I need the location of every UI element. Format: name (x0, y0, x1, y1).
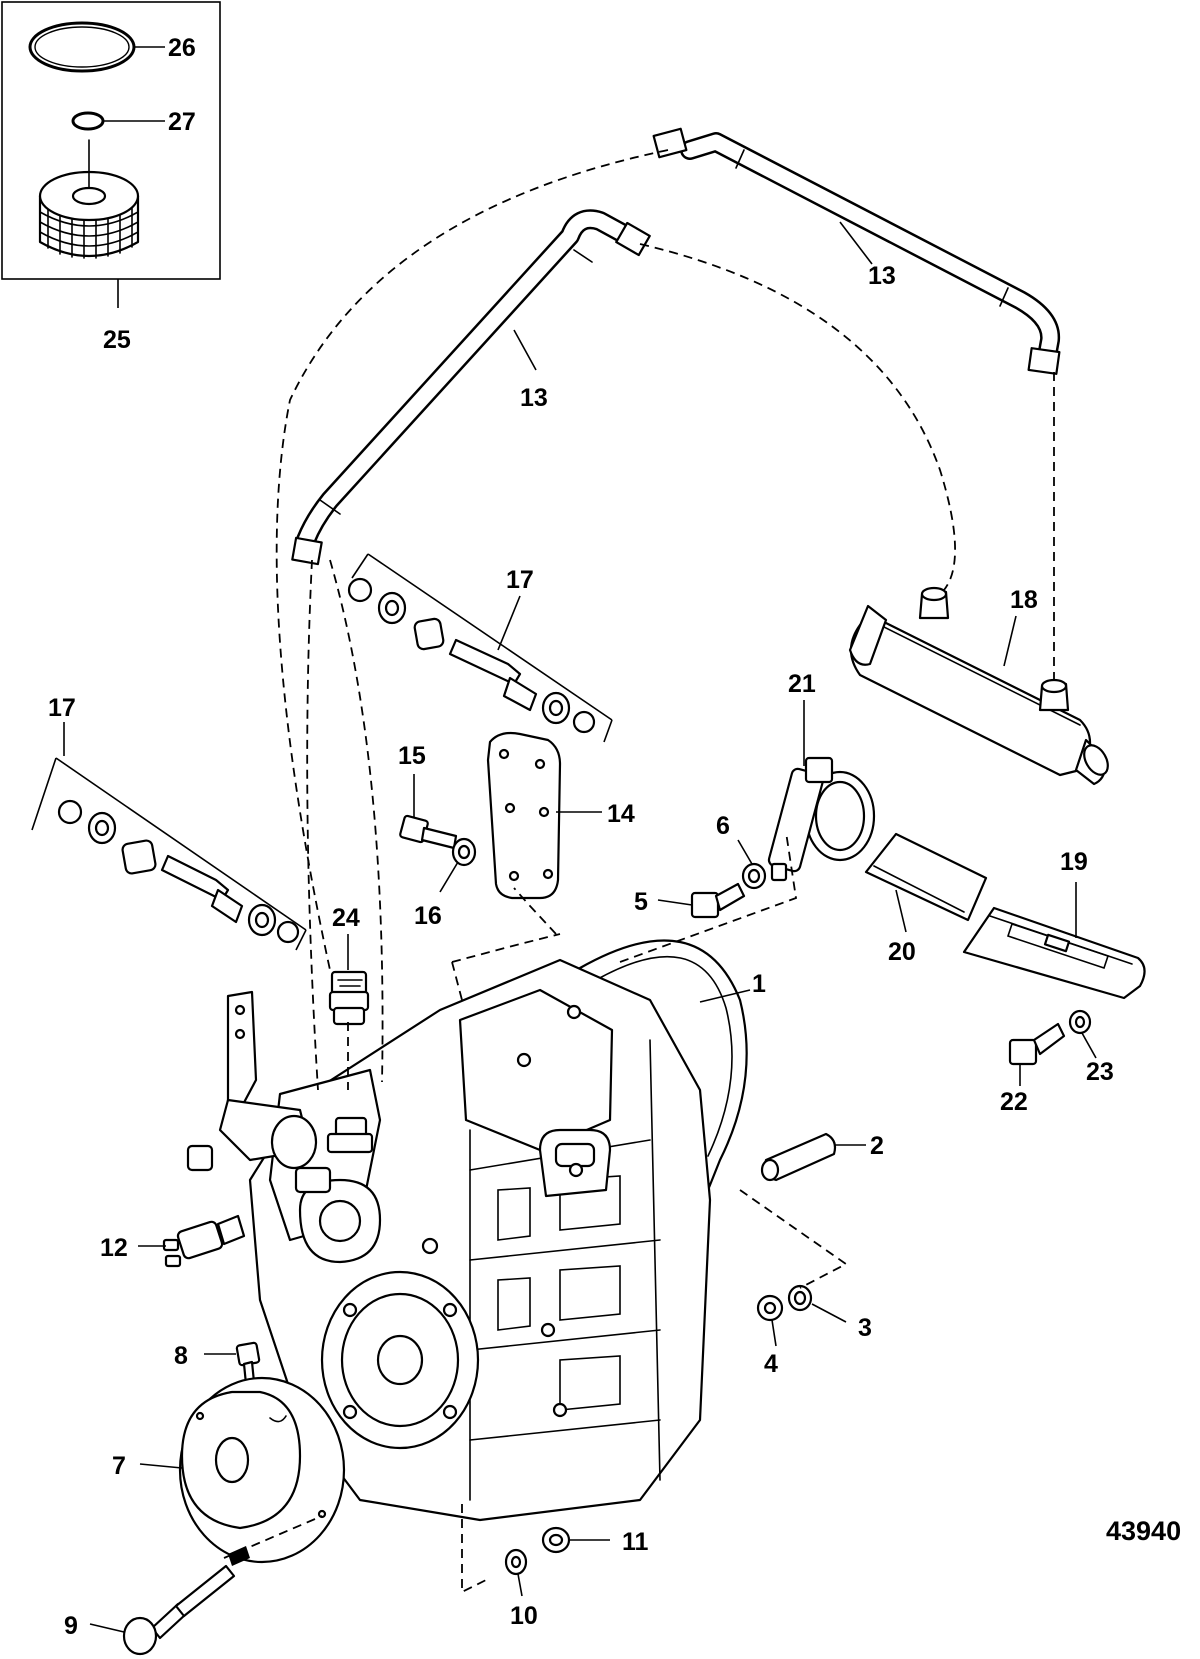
leader-13a (839, 221, 873, 265)
figure-number: 43940 (1106, 1516, 1181, 1546)
callout-11: 11 (622, 1528, 649, 1556)
callout-13b: 13 (520, 384, 548, 412)
washer-3 (787, 1284, 813, 1312)
leader-18 (1003, 615, 1017, 667)
leader-5 (657, 899, 693, 906)
dowel-pin-2 (760, 1132, 837, 1182)
leader-7 (139, 1463, 183, 1469)
mounting-kit-17-lower (31, 757, 307, 951)
leader-6 (737, 839, 753, 865)
washer-10 (504, 1548, 528, 1576)
callout-1: 1 (752, 970, 766, 998)
washer-23 (1068, 1009, 1092, 1035)
filter-inset: 26 27 (1, 1, 221, 280)
callout-6: 6 (716, 812, 730, 840)
callout-27: 27 (168, 108, 196, 136)
callout-20: 20 (888, 938, 916, 966)
callout-26: 26 (168, 34, 196, 62)
o-ring-26 (28, 21, 136, 73)
callout-23: 23 (1086, 1058, 1114, 1086)
leader-1 (699, 989, 751, 1003)
coupling-7 (178, 1376, 346, 1566)
callout-7: 7 (112, 1452, 126, 1480)
callout-15: 15 (398, 742, 426, 770)
cover-plate-14 (486, 731, 562, 900)
callout-5: 5 (634, 888, 648, 916)
mounting-kit-17-upper (347, 553, 613, 743)
bolt-15 (399, 814, 458, 850)
sensor-clamp-21 (767, 756, 876, 882)
filter-element-25 (38, 139, 140, 259)
bolt-22 (1008, 1022, 1066, 1066)
callout-19: 19 (1060, 848, 1088, 876)
cooler-hose-lower-13 (291, 209, 651, 566)
callout-2: 2 (870, 1132, 884, 1160)
leader-9 (89, 1623, 125, 1633)
leader-17a (497, 595, 521, 651)
callout-24: 24 (332, 904, 360, 932)
bracket-19 (962, 906, 1146, 1000)
callout-12: 12 (100, 1234, 128, 1262)
transmission-case-1 (186, 939, 748, 1522)
washer-6 (741, 862, 767, 890)
assembly-lines (223, 149, 1055, 1594)
cooler-hose-upper-13 (652, 127, 1061, 375)
insulator-20 (864, 832, 988, 922)
callout-16: 16 (414, 902, 442, 930)
nut-4 (756, 1294, 784, 1322)
callout-8: 8 (174, 1342, 188, 1370)
leader-3 (811, 1303, 847, 1323)
callout-21: 21 (788, 670, 816, 698)
callout-17b: 17 (48, 694, 76, 722)
callout-25: 25 (103, 326, 131, 354)
leader-13b (513, 329, 537, 371)
callout-10: 10 (510, 1602, 538, 1630)
callout-14: 14 (607, 800, 635, 828)
callout-18: 18 (1010, 586, 1038, 614)
callout-4: 4 (764, 1350, 778, 1378)
leader-4 (771, 1319, 777, 1347)
callout-3: 3 (858, 1314, 872, 1342)
leader-10 (517, 1573, 523, 1597)
callout-13a: 13 (868, 262, 896, 290)
temp-switch-24 (328, 970, 370, 1026)
bolt-9 (122, 1564, 236, 1656)
callout-22: 22 (1000, 1088, 1028, 1116)
snap-ring-27 (71, 111, 105, 131)
callout-9: 9 (64, 1612, 78, 1640)
leader-20 (895, 889, 907, 933)
oil-cooler-18 (848, 586, 1109, 786)
bolt-5 (690, 882, 746, 919)
nut-11 (541, 1526, 571, 1554)
washer-16 (451, 837, 477, 867)
temp-sender-12 (162, 1214, 246, 1268)
leader-16 (439, 861, 459, 893)
leader-23 (1081, 1032, 1097, 1059)
callout-17a: 17 (506, 566, 534, 594)
